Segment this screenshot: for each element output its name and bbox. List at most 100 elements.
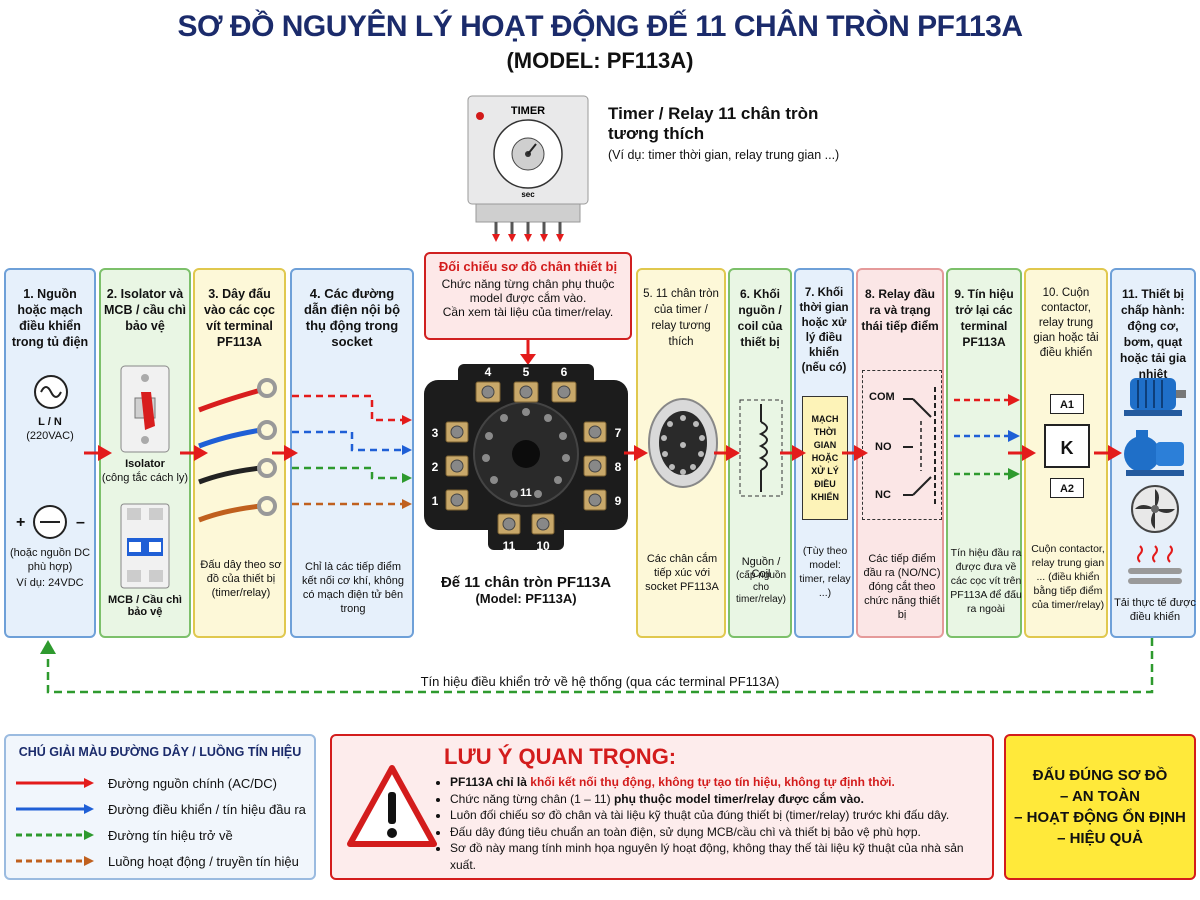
timer-heading-2: tương thích (608, 124, 705, 143)
coil-a2-label: A2 (1050, 478, 1084, 498)
timer-illustration: TIMER sec (467, 95, 589, 242)
motto-line: ĐẤU ĐÚNG SƠ ĐỒ (1032, 767, 1168, 784)
panel-desc: Cuộn contactor, relay trung gian ... (đi… (1031, 543, 1105, 611)
wires-illustration (198, 378, 277, 523)
panel-actuators: 11. Thiết bị chấp hành: động cơ, bơm, qu… (1110, 268, 1196, 638)
legend: CHÚ GIẢI MÀU ĐƯỜNG DÂY / LUỒNG TÍN HIỆU … (4, 734, 316, 880)
warning-icon (347, 765, 437, 847)
warning-text: Đấu dây đúng tiêu chuẩn an toàn điện, sử… (450, 824, 921, 839)
timer-unit-label: sec (521, 190, 535, 199)
warning-bullet: Luôn đối chiếu sơ đồ chân và tài liệu kỹ… (450, 807, 982, 824)
motto-line: – HOẠT ĐỘNG ỔN ĐỊNH (1014, 809, 1186, 826)
panel-desc: Các chân cắm tiếp xúc với socket PF113A (645, 553, 719, 593)
pump-icon (1124, 430, 1184, 476)
timing-circuit-label: MẠCH THỜI GIAN HOẶC XỬ LÝ ĐIỀU KHIỂN (810, 413, 839, 502)
feedback-label: Tín hiệu điều khiển trở về hệ thống (qua… (300, 674, 900, 689)
isolator-icon (120, 365, 170, 453)
heater-icon (1128, 545, 1182, 584)
socket-pin-label: 5 (523, 365, 530, 379)
legend-item: Đường nguồn chính (AC/DC) (16, 770, 312, 796)
socket-pin-label: 4 (485, 365, 492, 379)
panel-desc: Các tiếp điểm đầu ra (NO/NC) đóng cắt th… (863, 553, 941, 621)
warning-bullet: Đấu dây đúng tiêu chuẩn an toàn điện, sử… (450, 824, 982, 841)
socket-pin-label: 10 (536, 539, 550, 553)
panel-title: 3. Dây đấu vào các cọc vít terminal PF11… (204, 287, 275, 349)
panel-desc: (cấp nguồn cho timer/relay) (735, 570, 787, 605)
timer-device: TIMER sec (466, 94, 590, 244)
warning-text: Chức năng từng chân (1 – 11) (450, 791, 614, 806)
warning-box: LƯU Ý QUAN TRỌNG: PF113A chỉ là khối kết… (330, 734, 994, 880)
dc-minus-sign: – (76, 514, 85, 531)
panel-contactor-coil: 10. Cuộn contactor, relay trung gian hoặ… (1024, 268, 1108, 638)
legend-swatch (16, 778, 94, 788)
legend-swatch (16, 856, 94, 866)
legend-title: CHÚ GIẢI MÀU ĐƯỜNG DÂY / LUỒNG TÍN HIỆU (18, 745, 302, 759)
socket-pin-label: 8 (615, 460, 622, 474)
compare-box-line: model được cắm vào. (469, 291, 587, 305)
panel-isolator-mcb: 2. Isolator và MCB / cầu chì bảo vệ Isol… (99, 268, 191, 638)
com-label: COM (869, 391, 895, 403)
nc-label: NC (875, 489, 891, 501)
panel-title: 1. Nguồn hoặc mạch điều khiển trong tủ đ… (11, 287, 89, 349)
panel-desc: Đấu dây theo sơ đồ của thiết bị (timer/r… (200, 559, 282, 599)
feedback-loop (40, 638, 1154, 694)
panel-title: 9. Tín hiệu trở lại các terminal PF113A (954, 287, 1014, 349)
panel-desc: (Tùy theo model: timer, relay ...) (799, 545, 851, 599)
warning-bullet: Sơ đồ này mang tính minh họa nguyên lý h… (450, 840, 982, 873)
dc-plus-sign: + (16, 514, 26, 531)
socket-pin-label: 11 (503, 539, 516, 553)
panel-output-relay: 8. Relay đầu ra và trạng thái tiếp điểm … (856, 268, 944, 638)
legend-label: Đường tín hiệu trở về (108, 827, 233, 843)
panel-title: 11. Thiết bị chấp hành: động cơ, bơm, qu… (1119, 287, 1187, 381)
motto-line: – AN TOÀN (1059, 788, 1140, 805)
socket-pin-label: 2 (432, 460, 439, 474)
legend-label: Luồng hoạt động / truyền tín hiệu (108, 853, 299, 869)
panel-title: 4. Các đường dẫn điện nội bộ thụ động tr… (303, 286, 401, 349)
compare-box: Đối chiếu sơ đồ chân thiết bị Chức năng … (424, 252, 632, 340)
socket-pin-label: 6 (561, 365, 568, 379)
fan-icon (1131, 485, 1179, 533)
page-subtitle: (MODEL: PF113A) (506, 48, 694, 73)
socket-pin-label: 1 (432, 494, 439, 508)
warning-text: Sơ đồ này mang tính minh họa nguyên lý h… (450, 841, 964, 872)
ac-label: L / N (38, 416, 62, 428)
mcb-label: MCB / Cầu chì bảo vệ (108, 594, 182, 618)
legend-item: Đường tín hiệu trở về (16, 822, 312, 848)
page-title: SƠ ĐỒ NGUYÊN LÝ HOẠT ĐỘNG ĐẾ 11 CHÂN TRÒ… (177, 10, 1023, 43)
compare-box-line: Cần xem tài liệu của timer/relay. (442, 305, 614, 319)
timing-circuit-box: MẠCH THỜI GIAN HOẶC XỬ LÝ ĐIỀU KHIỂN (802, 396, 848, 520)
dc-source-icon (33, 505, 67, 539)
coil-k-label: K (1044, 424, 1090, 468)
panel-power-source: 1. Nguồn hoặc mạch điều khiển trong tủ đ… (4, 268, 96, 638)
warning-text: chỉ là (492, 775, 531, 789)
warning-text: phụ thuộc model timer/relay được cắm vào… (613, 791, 864, 806)
internal-paths-illustration (292, 394, 412, 509)
coil-a1-label: A1 (1050, 394, 1084, 414)
contactor-coil-symbol: A1 K A2 (1044, 394, 1090, 500)
panel-title: 2. Isolator và MCB / cầu chì bảo vệ (104, 287, 186, 333)
isolator-note: (công tắc cách ly) (101, 472, 189, 484)
dc-example: Ví dụ: 24VDC (16, 577, 84, 589)
warning-bullet: Chức năng từng chân (1 – 11) phụ thuộc m… (450, 791, 982, 808)
motor-icon (1124, 378, 1186, 416)
compare-box-title: Đối chiếu sơ đồ chân thiết bị (438, 259, 618, 274)
legend-swatch (16, 804, 94, 814)
socket-pin-label: 7 (615, 426, 622, 440)
panel-title: 10. Cuộn contactor, relay trung gian hoặ… (1033, 287, 1099, 359)
return-signal-arrows (954, 394, 1020, 480)
panel-title: 7. Khối thời gian hoặc xử lý điều khiển … (799, 287, 849, 374)
panel-11-pins: 5. 11 chân tròn của timer / relay tương … (636, 268, 726, 638)
warning-text: PF113A (450, 775, 493, 789)
relay-contact-icon (903, 387, 936, 505)
timer-face-label: TIMER (511, 105, 545, 117)
socket-caption: Đế 11 chân tròn PF113A (440, 574, 612, 591)
panel-title: 6. Khối nguồn / coil của thiết bị (737, 287, 783, 349)
legend-label: Đường nguồn chính (AC/DC) (108, 775, 277, 791)
warning-title: LƯU Ý QUAN TRỌNG: (444, 744, 677, 769)
relay-contacts: COM NO NC (862, 370, 942, 520)
legend-item: Đường điều khiển / tín hiệu đầu ra (16, 796, 312, 822)
socket-caption-model: (Model: PF113A) (475, 591, 577, 606)
compare-box-line: Chức năng từng chân phụ thuộc (441, 277, 615, 291)
panel-internal-paths: 4. Các đường dẫn điện nội bộ thụ động tr… (290, 268, 414, 638)
power-flow-arrows (84, 445, 1122, 461)
